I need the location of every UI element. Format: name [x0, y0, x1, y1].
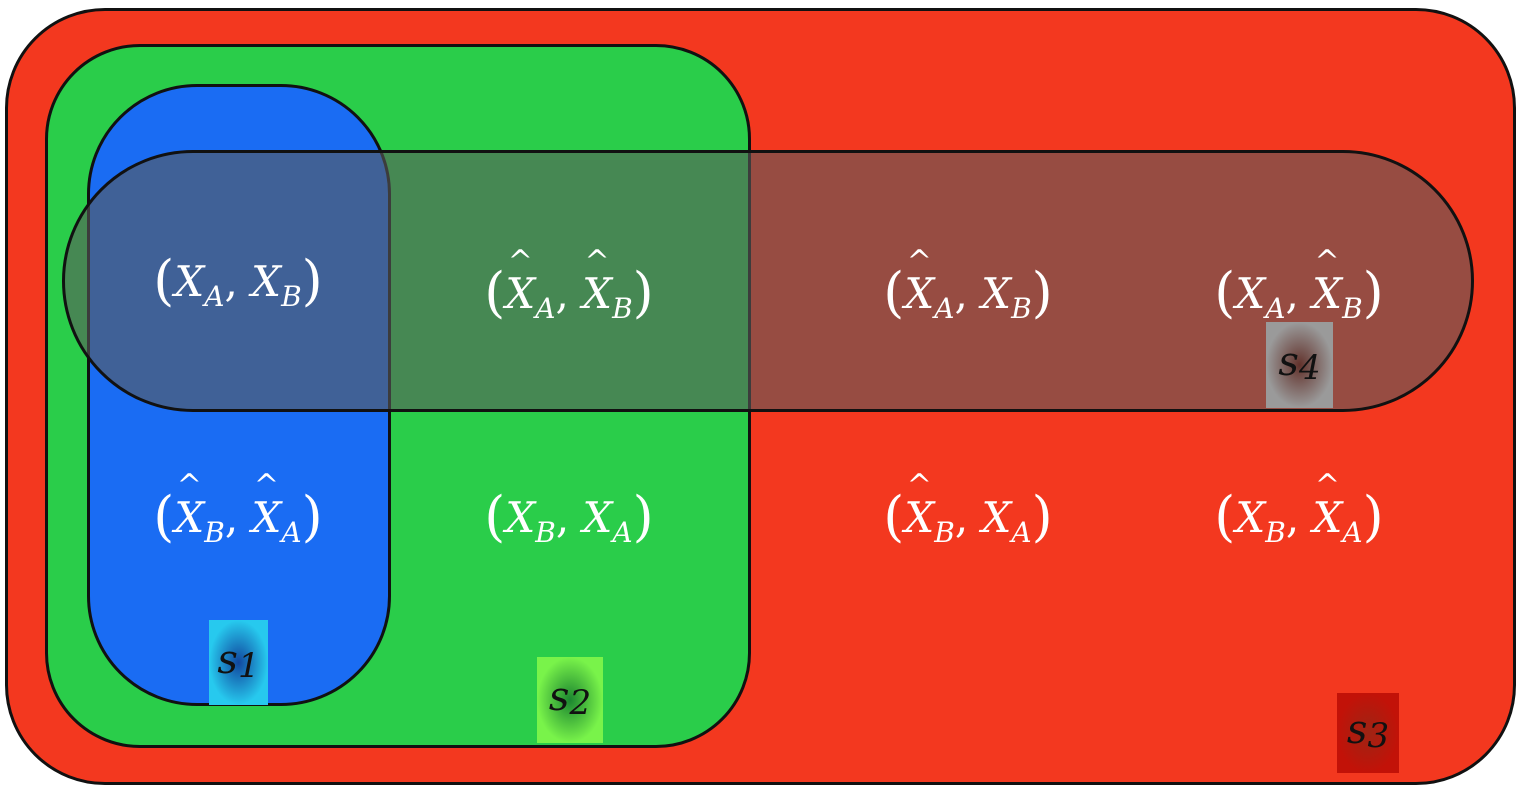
pair-term: XB — [582, 247, 632, 323]
pair-label: (XB, XA) — [484, 487, 653, 547]
pair-label: (XB, XA) — [1214, 471, 1383, 547]
pair-term: XA — [582, 493, 633, 547]
pair-term: XB — [904, 471, 954, 547]
term-subscript: B — [1011, 292, 1032, 325]
set-label-index: 1 — [237, 645, 260, 686]
close-paren: ) — [1362, 485, 1384, 548]
term-symbol: X — [904, 247, 934, 315]
term-symbol: X — [505, 247, 535, 315]
pair-term: XA — [505, 247, 555, 323]
comma: , — [954, 269, 982, 318]
term-subscript: B — [934, 516, 955, 549]
pair-term: XB — [251, 257, 301, 311]
pair-term: XA — [1313, 471, 1363, 547]
comma: , — [954, 493, 982, 542]
pair-label: (XA, XB) — [883, 247, 1052, 323]
comma: , — [1285, 269, 1313, 318]
pair-term: XA — [981, 493, 1032, 547]
pair-label: (XA, XB) — [1214, 247, 1383, 323]
open-paren: ( — [1214, 261, 1236, 324]
term-symbol: X — [174, 471, 204, 539]
term-symbol: X — [981, 493, 1012, 542]
term-subscript: A — [535, 292, 556, 325]
pair-term: XB — [505, 493, 555, 547]
set-label-index: 3 — [1367, 716, 1390, 756]
pair-term: XA — [174, 257, 224, 311]
term-subscript: A — [1265, 292, 1286, 325]
term-symbol: X — [1313, 471, 1343, 539]
term-subscript: B — [204, 516, 225, 549]
term-subscript: A — [1011, 516, 1032, 549]
open-paren: ( — [1214, 485, 1236, 548]
comma: , — [224, 257, 252, 306]
open-paren: ( — [484, 485, 506, 548]
term-symbol: X — [1312, 247, 1342, 315]
comma: , — [224, 493, 252, 542]
term-subscript: A — [934, 292, 955, 325]
term-symbol: X — [505, 493, 536, 542]
term-subscript: B — [612, 292, 633, 325]
pair-label: (XA, XB) — [484, 247, 653, 323]
term-subscript: B — [1265, 516, 1286, 549]
close-paren: ) — [1031, 261, 1053, 324]
pair-term: XB — [981, 269, 1031, 323]
term-subscript: B — [281, 280, 302, 313]
open-paren: ( — [153, 249, 175, 312]
term-symbol: X — [904, 471, 934, 539]
pair-term: XA — [1235, 269, 1285, 323]
set-label-index: 4 — [1298, 348, 1321, 388]
pair-term: XB — [1235, 493, 1285, 547]
close-paren: ) — [632, 485, 654, 548]
comma: , — [555, 269, 583, 318]
set-label-base: s — [217, 636, 238, 683]
set-label-base: s — [548, 674, 570, 720]
term-symbol: X — [582, 247, 612, 315]
open-paren: ( — [883, 485, 905, 548]
set-label-base: s — [1278, 339, 1299, 385]
close-paren: ) — [1031, 485, 1053, 548]
term-symbol: X — [1235, 269, 1266, 318]
term-symbol: X — [174, 257, 205, 306]
term-subscript: A — [612, 516, 633, 549]
close-paren: ) — [301, 249, 323, 312]
term-symbol: X — [1235, 493, 1266, 542]
pair-term: XA — [904, 247, 954, 323]
term-symbol: X — [582, 493, 613, 542]
close-paren: ) — [632, 261, 654, 324]
region-s4 — [62, 150, 1474, 412]
term-subscript: A — [1342, 516, 1363, 549]
comma: , — [555, 493, 583, 542]
open-paren: ( — [484, 261, 506, 324]
pair-label: (XB, XA) — [883, 471, 1052, 547]
pair-term: XB — [1312, 247, 1362, 323]
pair-term: XA — [252, 471, 302, 547]
comma: , — [1285, 493, 1313, 542]
term-subscript: A — [281, 516, 302, 549]
close-paren: ) — [1362, 261, 1384, 324]
open-paren: ( — [883, 261, 905, 324]
term-subscript: B — [1342, 292, 1363, 325]
term-symbol: X — [981, 269, 1012, 318]
term-subscript: A — [204, 280, 225, 313]
term-subscript: B — [535, 516, 556, 549]
set-label-base: s — [1346, 707, 1368, 753]
pair-label: (XA, XB) — [153, 251, 322, 311]
open-paren: ( — [153, 485, 175, 548]
pair-label: (XB, XA) — [153, 471, 322, 547]
term-symbol: X — [251, 257, 282, 306]
term-symbol: X — [252, 471, 282, 539]
set-label-index: 2 — [569, 683, 592, 723]
close-paren: ) — [301, 485, 323, 548]
pair-term: XB — [174, 471, 224, 547]
